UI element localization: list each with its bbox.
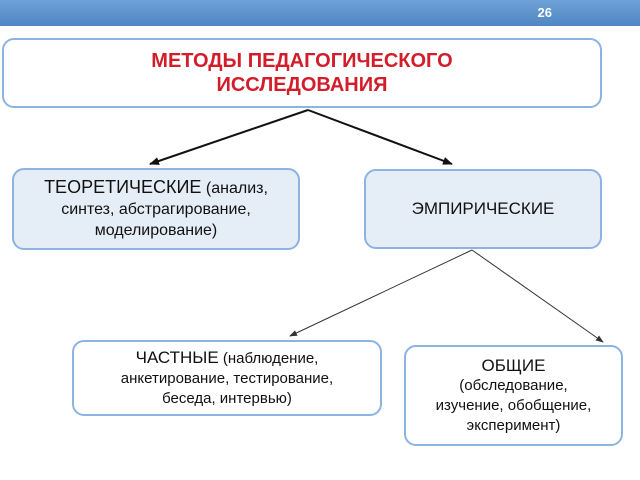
private-methods-box: ЧАСТНЫЕ (наблюдение, анкетирование, тест… bbox=[72, 340, 382, 416]
private-heading: ЧАСТНЫЕ bbox=[135, 347, 219, 367]
private-detail-3: беседа, интервью) bbox=[162, 389, 292, 407]
private-detail-1: (наблюдение, bbox=[218, 349, 319, 367]
general-methods-box: ОБЩИЕ (обследование, изучение, обобщение… bbox=[404, 345, 623, 446]
general-heading: ОБЩИЕ bbox=[481, 355, 546, 375]
diagram-title: МЕТОДЫ ПЕДАГОГИЧЕСКОГО ИССЛЕДОВАНИЯ bbox=[151, 49, 452, 97]
general-detail-1: (обследование, bbox=[459, 376, 568, 394]
empirical-heading: ЭМПИРИЧЕСКИЕ bbox=[411, 199, 555, 218]
header-bar: 26 bbox=[0, 0, 640, 26]
theoretical-detail-3: моделирование) bbox=[94, 222, 218, 239]
general-detail-3: эксперимент) bbox=[466, 416, 561, 434]
arrow-to-theoretical bbox=[149, 109, 309, 165]
private-detail-2: анкетирование, тестирование, bbox=[120, 369, 334, 387]
arrow-to-general bbox=[471, 249, 604, 343]
theoretical-methods-box: ТЕОРЕТИЧЕСКИЕ (анализ, синтез, абстрагир… bbox=[12, 168, 300, 250]
title-line-1: МЕТОДЫ ПЕДАГОГИЧЕСКОГО bbox=[151, 50, 453, 72]
arrow-to-empirical bbox=[307, 109, 453, 165]
title-box: МЕТОДЫ ПЕДАГОГИЧЕСКОГО ИССЛЕДОВАНИЯ bbox=[2, 38, 602, 108]
title-line-2: ИССЛЕДОВАНИЯ bbox=[216, 74, 388, 96]
arrow-to-private bbox=[289, 249, 473, 337]
general-detail-2: изучение, обобщение, bbox=[435, 396, 592, 414]
theoretical-heading: ТЕОРЕТИЧЕСКИЕ bbox=[44, 177, 202, 197]
theoretical-detail-1: (анализ, bbox=[201, 180, 268, 197]
empirical-methods-box: ЭМПИРИЧЕСКИЕ bbox=[364, 169, 602, 249]
page-number: 26 bbox=[537, 5, 552, 20]
theoretical-detail-2: синтез, абстрагирование, bbox=[61, 201, 251, 218]
